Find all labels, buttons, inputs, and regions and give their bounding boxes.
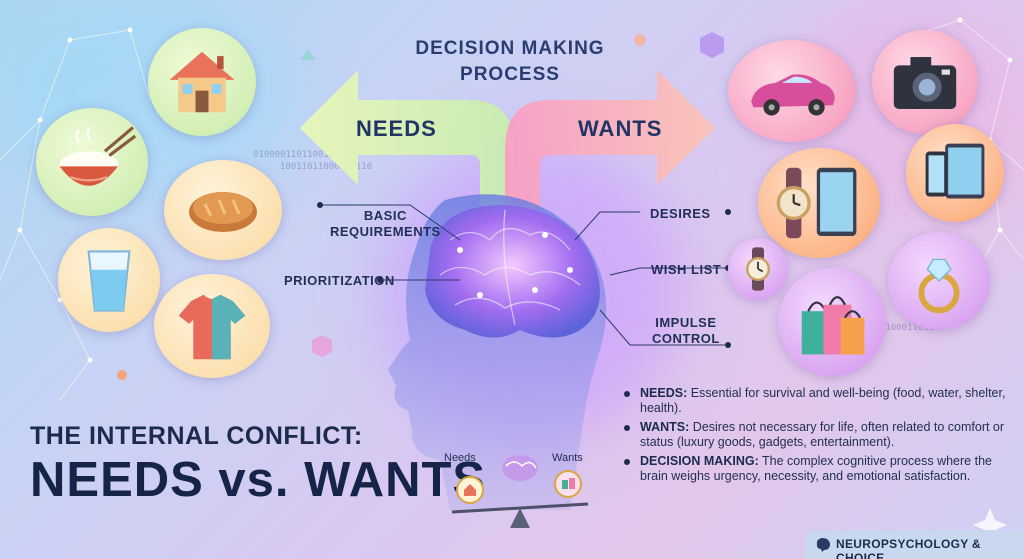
label-wish-list: WISH LIST bbox=[651, 262, 722, 277]
brand-badge: NEUROPSYCHOLOGY & CHOICE bbox=[806, 530, 1024, 559]
label-prioritization: PRIORITIZATION bbox=[284, 273, 395, 288]
water-glass-icon bbox=[87, 250, 131, 312]
title-line-1: DECISION MAKING bbox=[415, 38, 605, 59]
bread-bubble bbox=[164, 160, 282, 260]
wants-arrow-label: WANTS bbox=[578, 116, 663, 141]
definition-text: Desires not necessary for life, often re… bbox=[640, 420, 1005, 449]
wristwatch-icon bbox=[746, 247, 770, 291]
headline-line-1: THE INTERNAL CONFLICT: bbox=[30, 422, 363, 450]
wristwatch-bubble bbox=[728, 238, 788, 300]
binary-text-left: 0100001101100111 bbox=[253, 150, 340, 160]
binary-text-left-2: 10011011000110110 bbox=[280, 162, 373, 172]
brain-logo-icon bbox=[816, 538, 830, 552]
definition-term: DECISION MAKING: bbox=[640, 454, 759, 468]
shirt-icon bbox=[178, 294, 246, 360]
label-impulse-line-2: CONTROL bbox=[652, 331, 720, 346]
camera-bubble bbox=[872, 30, 978, 134]
rice-bowl-icon bbox=[59, 126, 137, 186]
brand-name: NEUROPSYCHOLOGY & CHOICE bbox=[836, 537, 981, 559]
ring-bubble bbox=[888, 232, 990, 330]
smartwatch-tablet-icon bbox=[776, 167, 857, 239]
definition-term: WANTS: bbox=[640, 420, 690, 434]
diamond-ring-icon bbox=[918, 258, 960, 314]
house-bubble bbox=[148, 28, 256, 136]
shopping-bags-icon bbox=[801, 296, 865, 355]
definition-decision-making: DECISION MAKING: The complex cognitive p… bbox=[622, 454, 1012, 484]
car-bubble bbox=[728, 40, 856, 142]
scale-needs-label: Needs bbox=[444, 452, 476, 464]
bread-icon bbox=[189, 192, 257, 232]
page-title: DECISION MAKING PROCESS bbox=[360, 36, 660, 88]
bags-bubble bbox=[778, 268, 886, 376]
water-bubble bbox=[58, 228, 160, 332]
phone-tablet-icon bbox=[925, 143, 985, 199]
binary-text-right: 110001101101 bbox=[880, 323, 946, 333]
balance-scale-graphic bbox=[451, 455, 589, 528]
definition-text: The complex cognitive process where the … bbox=[640, 454, 992, 483]
rice-bubble bbox=[36, 108, 148, 216]
definition-term: NEEDS: bbox=[640, 386, 688, 400]
title-line-2: PROCESS bbox=[460, 64, 560, 85]
watch-tablet-bubble bbox=[758, 148, 880, 258]
house-icon bbox=[169, 51, 235, 113]
arrows-graphic bbox=[300, 70, 715, 210]
definition-wants: WANTS: Desires not necessary for life, o… bbox=[622, 420, 1012, 450]
label-desires: DESIRES bbox=[650, 206, 711, 221]
definition-needs: NEEDS: Essential for survival and well-b… bbox=[622, 386, 1012, 416]
label-basic-line-2: REQUIREMENTS bbox=[330, 224, 441, 239]
label-basic-requirements: BASIC REQUIREMENTS bbox=[330, 208, 441, 240]
camera-icon bbox=[893, 57, 957, 110]
headline-line-2: NEEDS vs. WANTS bbox=[30, 453, 487, 507]
scale-wants-label: Wants bbox=[552, 452, 583, 464]
label-basic-line-1: BASIC bbox=[363, 208, 407, 223]
head-brain-graphic bbox=[388, 194, 607, 510]
shirt-bubble bbox=[154, 274, 270, 378]
definition-text: Essential for survival and well-being (f… bbox=[640, 386, 1006, 415]
sports-car-icon bbox=[751, 74, 835, 116]
devices-bubble bbox=[906, 124, 1004, 222]
needs-arrow-label: NEEDS bbox=[356, 116, 437, 141]
label-impulse-line-1: IMPULSE bbox=[655, 315, 717, 330]
label-impulse-control: IMPULSE CONTROL bbox=[652, 315, 720, 347]
definitions-list: NEEDS: Essential for survival and well-b… bbox=[622, 386, 1012, 488]
